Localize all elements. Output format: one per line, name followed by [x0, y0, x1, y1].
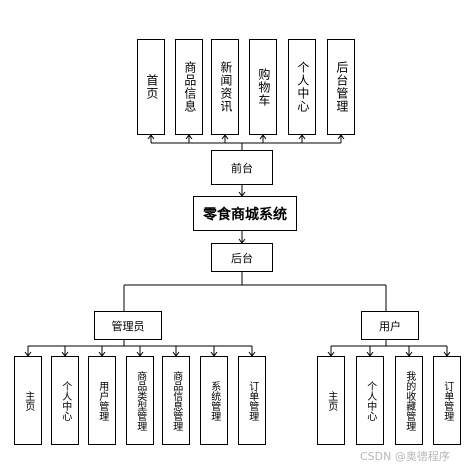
back-node: 后台 [211, 243, 273, 272]
admin-leaf-system-management: 系统管理 [200, 356, 228, 445]
admin-leaf-label: 系统管理 [208, 380, 220, 421]
admin-role-title: 管理员 [111, 319, 145, 333]
system-title-node: 零食商城系统 [193, 196, 297, 231]
user-leaf-label: 我的收藏管理 [403, 370, 415, 431]
admin-leaf-product-type-management: 商品类型管理 [126, 356, 154, 445]
admin-leaf-product-info-management: 商品信息管理 [162, 356, 190, 445]
admin-leaf-label: 商品类型管理 [134, 370, 146, 431]
admin-role-node: 管理员 [94, 311, 162, 340]
front-node-news: 新闻资讯 [211, 39, 239, 135]
admin-leaf-label: 订单管理 [246, 380, 258, 421]
user-leaf-personal-center: 个人中心 [356, 356, 384, 445]
user-leaf-favorites-management: 我的收藏管理 [395, 356, 423, 445]
user-role-title: 用户 [379, 319, 401, 333]
front-node-cart: 购物车 [249, 39, 277, 135]
user-leaf-label: 订单管理 [441, 380, 453, 421]
back-node-title: 后台 [231, 251, 253, 265]
user-leaf-order-management: 订单管理 [433, 356, 461, 445]
user-role-node: 用户 [361, 311, 419, 340]
admin-leaf-home: 主页 [14, 356, 42, 445]
admin-leaf-user-management: 用户管理 [88, 356, 116, 445]
front-node-label: 后台管理 [334, 61, 349, 113]
front-node-home: 首页 [137, 39, 165, 135]
admin-leaf-order-management: 订单管理 [238, 356, 266, 445]
admin-leaf-personal-center: 个人中心 [51, 356, 79, 445]
front-node-title: 前台 [231, 161, 253, 175]
system-title: 零食商城系统 [203, 206, 287, 223]
admin-leaf-label: 主页 [22, 390, 34, 411]
admin-leaf-label: 商品信息管理 [170, 370, 182, 431]
front-node: 前台 [211, 150, 273, 185]
csdn-watermark: CSDN @奥德程序 [360, 450, 450, 463]
front-node-label: 个人中心 [295, 61, 310, 113]
front-node-label: 商品信息 [182, 61, 197, 113]
front-node-personal-center: 个人中心 [288, 39, 316, 135]
admin-leaf-label: 用户管理 [96, 380, 108, 421]
front-node-label: 首页 [144, 74, 159, 100]
user-leaf-label: 主页 [325, 390, 337, 411]
front-node-product-info: 商品信息 [175, 39, 203, 135]
user-leaf-home: 主页 [317, 356, 345, 445]
front-node-label: 购物车 [256, 67, 271, 107]
admin-leaf-label: 个人中心 [59, 380, 71, 421]
front-node-label: 新闻资讯 [218, 61, 233, 113]
user-leaf-label: 个人中心 [364, 380, 376, 421]
front-node-admin-panel: 后台管理 [327, 39, 355, 135]
